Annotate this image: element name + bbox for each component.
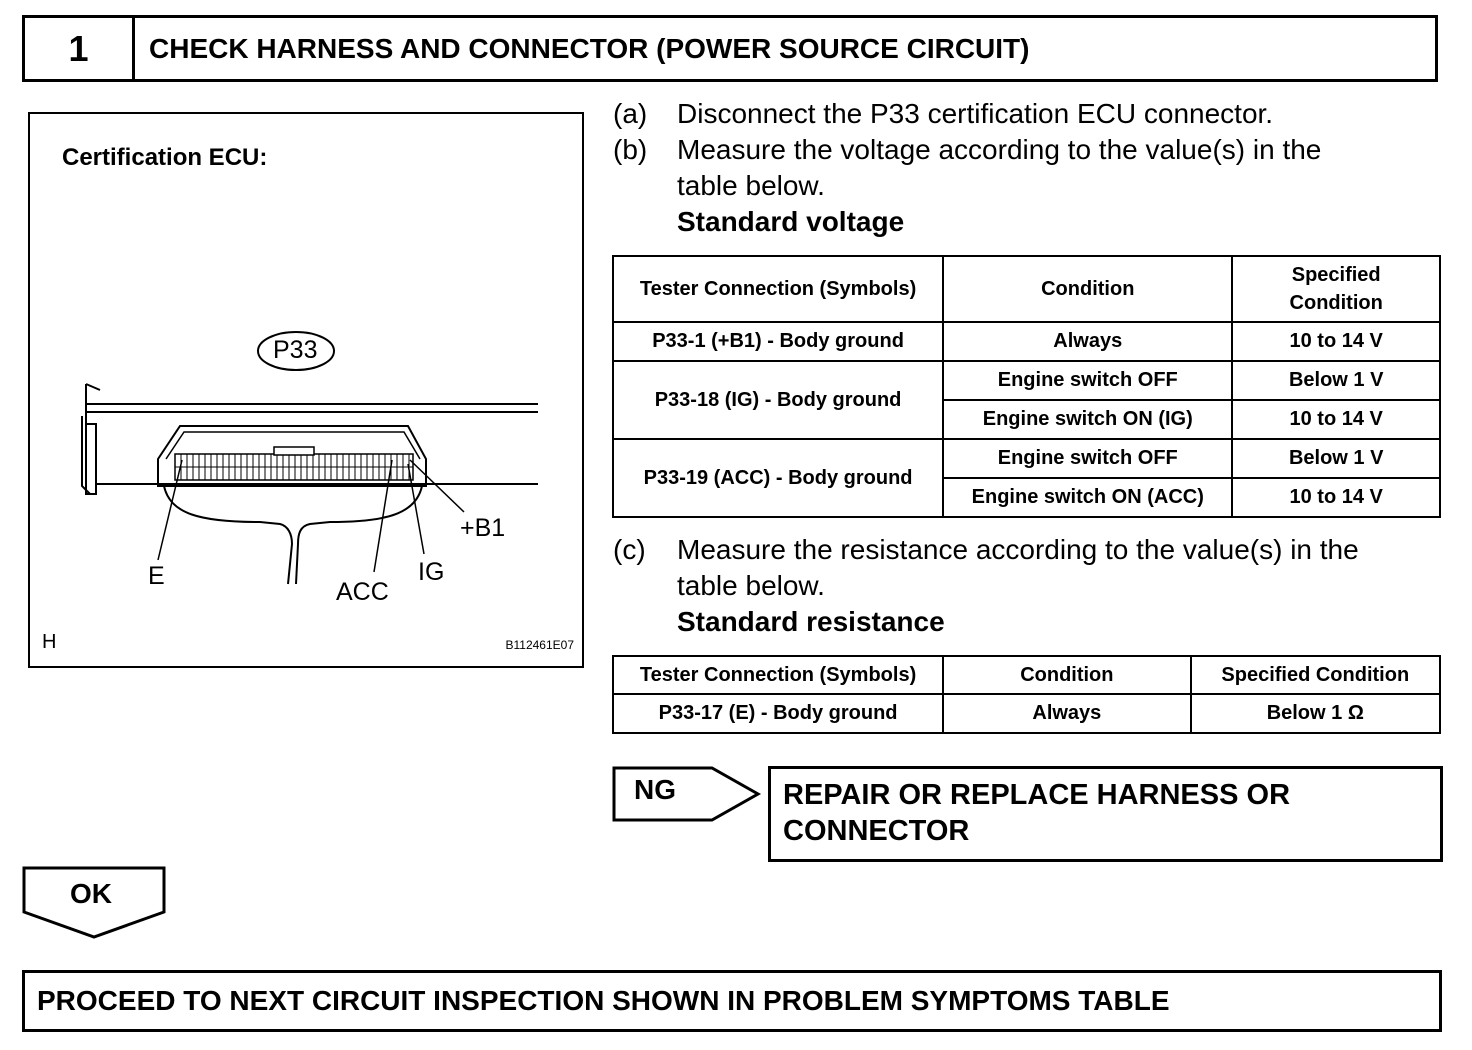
table-row: P33-1 (+B1) - Body ground Always 10 to 1… [611,321,1441,362]
table-header-row: Tester Connection (Symbols) Condition Sp… [611,255,1441,323]
ok-action-box: PROCEED TO NEXT CIRCUIT INSPECTION SHOWN… [22,970,1442,1032]
ok-arrow-shape [22,866,166,939]
cell-spec: Below 1 Ω [1189,693,1442,734]
table-row: P33-19 (ACC) - Body ground Engine switch… [611,438,1441,518]
header-spec-line1: Specified [1291,264,1381,286]
step-c-text-line2: table below. [677,570,825,601]
cell-connection: P33-1 (+B1) - Body ground [611,321,945,362]
connector-id-ellipse [257,331,335,371]
step-a-text: Disconnect the P33 certification ECU con… [677,98,1274,129]
step-title: CHECK HARNESS AND CONNECTOR (POWER SOURC… [149,32,1030,64]
cell-condition: Always [942,321,1234,362]
standard-resistance-heading: Standard resistance [677,606,945,637]
header-spec: Specified Condition [1189,655,1442,695]
cell-condition: Engine switch ON (ACC) [942,477,1234,518]
cell-condition: Engine switch ON (IG) [942,399,1234,440]
terminal-label-ig: IG [418,558,445,586]
header-spec-line2: Condition [1289,292,1383,314]
cell-connection: P33-18 (IG) - Body ground [611,360,945,440]
ok-label: OK [70,878,112,909]
cell-spec: 10 to 14 V [1231,399,1441,440]
ng-action-box: REPAIR OR REPLACE HARNESS OR CONNECTOR [768,766,1443,862]
table-row: Engine switch ON (ACC) 10 to 14 V [613,477,1441,518]
header-connection: Tester Connection (Symbols) [611,655,945,695]
table-header-row: Tester Connection (Symbols) Condition Sp… [611,655,1442,695]
standard-voltage-heading: Standard voltage [677,206,905,237]
step-b-letter: (b) [613,134,648,165]
cell-connection: P33-19 (ACC) - Body ground [611,438,945,518]
header-condition: Condition [942,255,1234,323]
ng-action-text: REPAIR OR REPLACE HARNESS OR CONNECTOR [783,777,1290,849]
terminal-label-b1: +B1 [460,514,506,542]
cell-spec: Below 1 V [1231,360,1441,401]
connector-figure: Certification ECU: [28,112,584,668]
cell-spec: 10 to 14 V [1231,321,1441,362]
step-a-letter: (a) [613,98,648,129]
header-condition: Condition [942,655,1192,695]
ng-action-line1: REPAIR OR REPLACE HARNESS OR [783,779,1291,811]
header-connection: Tester Connection (Symbols) [611,255,945,323]
figure-corner-letter: H [42,631,57,653]
cell-condition: Engine switch OFF [942,360,1234,401]
step-c-text-line1: Measure the resistance according to the … [677,534,1359,565]
ng-action-line2: CONNECTOR [783,815,970,847]
table-row: P33-17 (E) - Body ground Always Below 1 … [611,693,1442,734]
terminal-label-acc: ACC [336,578,389,606]
ng-result-arrow: NG [612,766,762,827]
step-header: 1 CHECK HARNESS AND CONNECTOR (POWER SOU… [22,15,1438,82]
figure-code: B112461E07 [505,638,574,652]
step-c-letter: (c) [613,534,646,565]
cell-spec: Below 1 V [1231,438,1441,479]
ok-action-text: PROCEED TO NEXT CIRCUIT INSPECTION SHOWN… [37,985,1170,1016]
cell-condition: Always [942,693,1192,734]
header-spec: Specified Condition [1231,255,1441,323]
cell-connection: P33-17 (E) - Body ground [611,693,945,734]
connector-id-label: P33 [273,336,318,364]
step-b-text-line1: Measure the voltage according to the val… [677,134,1322,165]
step-b-text-line2: table below. [677,170,825,201]
ng-arrow-shape [612,766,762,822]
cell-condition: Engine switch OFF [942,438,1234,479]
terminal-label-e: E [148,562,165,590]
ng-label: NG [634,774,676,805]
cell-spec: 10 to 14 V [1231,477,1441,518]
table-row: P33-18 (IG) - Body ground Engine switch … [611,360,1441,440]
voltage-table: Tester Connection (Symbols) Condition Sp… [611,255,1441,518]
table-row: Engine switch ON (IG) 10 to 14 V [613,399,1441,440]
figure-title: Certification ECU: [62,144,268,171]
resistance-table: Tester Connection (Symbols) Condition Sp… [611,655,1442,734]
connector-diagram [81,331,538,585]
step-number: 1 [25,18,135,79]
